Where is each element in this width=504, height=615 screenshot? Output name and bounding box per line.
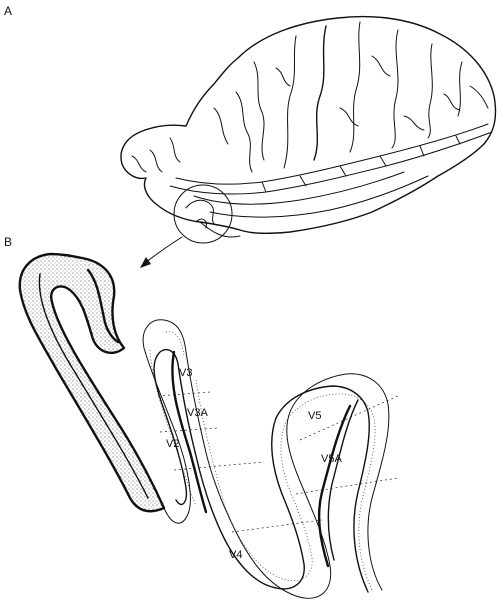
panel-b-label: B: [4, 235, 12, 249]
central-sulcus: [314, 26, 326, 160]
zoom-arrow: [144, 237, 182, 264]
label-v3a: V3A: [187, 407, 208, 419]
arrowhead-icon: [140, 257, 151, 268]
label-v5a: V5A: [321, 453, 342, 465]
border-v5a-lower: [296, 478, 398, 494]
brain-drawing: [121, 17, 496, 268]
border-v3-v3a: [158, 392, 210, 396]
panel-a-label: A: [4, 4, 12, 18]
label-v4: V4: [229, 549, 242, 561]
v1-stippled-band: [20, 254, 164, 511]
border-v2-v4: [174, 462, 264, 470]
label-v5: V5: [308, 410, 321, 422]
border-v4-lower: [232, 520, 322, 532]
cortex-section: V3 V3A V2 V4 V5 V5A: [20, 254, 398, 598]
label-v3: V3: [179, 367, 192, 379]
lateral-sulcus: [176, 124, 488, 184]
inner-contour: [154, 350, 369, 592]
label-v2: V2: [166, 438, 179, 450]
